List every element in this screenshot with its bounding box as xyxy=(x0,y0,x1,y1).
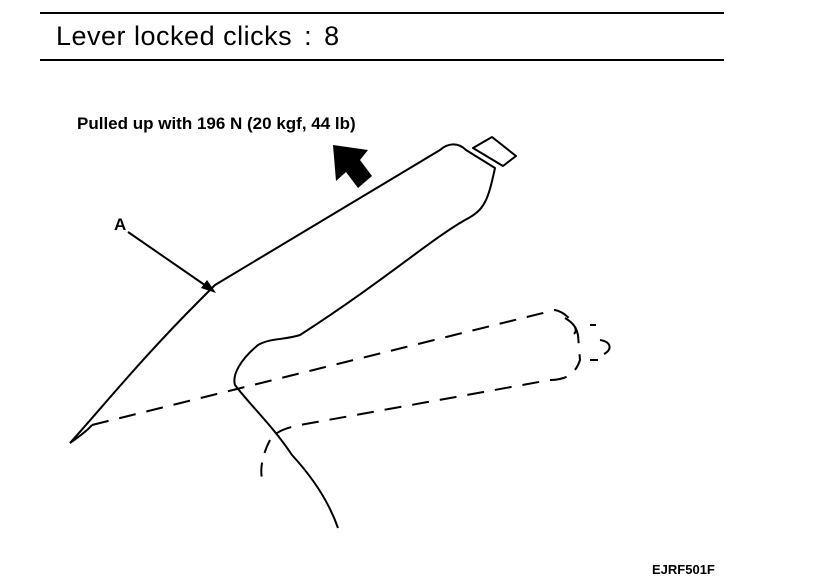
lever-tip-edge xyxy=(69,424,93,444)
bottom-rule xyxy=(40,59,724,61)
hidden-line xyxy=(260,439,271,479)
released-end-detail xyxy=(564,317,611,361)
label-a-arrowhead xyxy=(201,280,216,293)
lever-outline xyxy=(69,143,496,529)
part-label-a: A xyxy=(114,215,127,234)
label-a-leader xyxy=(127,231,213,291)
release-button xyxy=(472,136,517,167)
spec-separator: : xyxy=(304,21,313,51)
pull-up-arrow xyxy=(333,145,372,188)
force-callout: Pulled up with 196 N (20 kgf, 44 lb) xyxy=(77,114,356,133)
top-rule xyxy=(40,12,724,14)
spec-value: 8 xyxy=(324,21,340,51)
spec-heading: Lever locked clicks:8 xyxy=(56,21,340,52)
figure-code: EJRF501F xyxy=(652,562,715,577)
lever-released-position xyxy=(91,308,582,441)
spec-label: Lever locked clicks xyxy=(56,21,293,51)
